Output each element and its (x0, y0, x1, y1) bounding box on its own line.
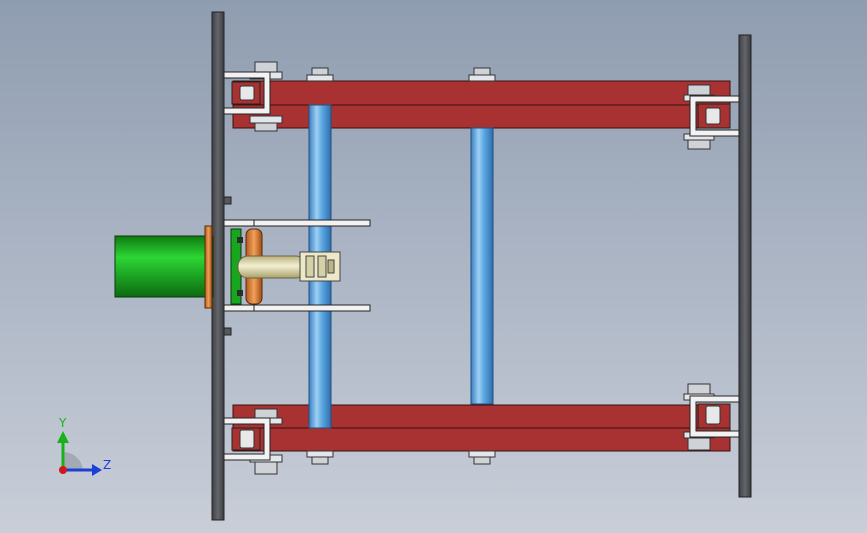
plate-screw-bottom (237, 290, 243, 296)
bolt-top-roller1 (306, 67, 334, 82)
roller-middle[interactable] (470, 127, 494, 405)
triad-z-label: Z (103, 458, 111, 472)
bolt-bottom-roller1 (306, 450, 334, 465)
plate-tab-upper (223, 196, 232, 205)
shaft-coupler[interactable] (299, 251, 341, 282)
coordinate-triad-icon (57, 431, 102, 476)
plate-tab-lower (223, 327, 232, 336)
left-frame-plate[interactable] (211, 11, 225, 521)
bracket-bottom-left[interactable] (223, 417, 271, 461)
right-frame-plate[interactable] (738, 34, 752, 498)
motor-body[interactable] (114, 235, 214, 298)
motor-flange-orange (204, 225, 213, 309)
bolt-bottom-roller2 (468, 450, 496, 465)
motor-mount-bracket[interactable] (223, 219, 371, 312)
bracket-top-left[interactable] (223, 71, 271, 115)
lower-arm-outer[interactable] (232, 427, 731, 452)
drive-shaft[interactable] (237, 255, 307, 279)
triad-y-label: Y (58, 416, 67, 430)
bolt-top-roller2 (468, 67, 496, 82)
bracket-top-right[interactable] (689, 95, 740, 137)
bracket-bottom-right[interactable] (689, 395, 740, 438)
bolt-top-left-under (249, 115, 283, 132)
plate-screw-top (237, 237, 243, 243)
upper-arm-inner[interactable] (232, 104, 731, 129)
lower-arm-inner[interactable] (232, 404, 731, 429)
upper-arm-outer[interactable] (232, 80, 731, 106)
